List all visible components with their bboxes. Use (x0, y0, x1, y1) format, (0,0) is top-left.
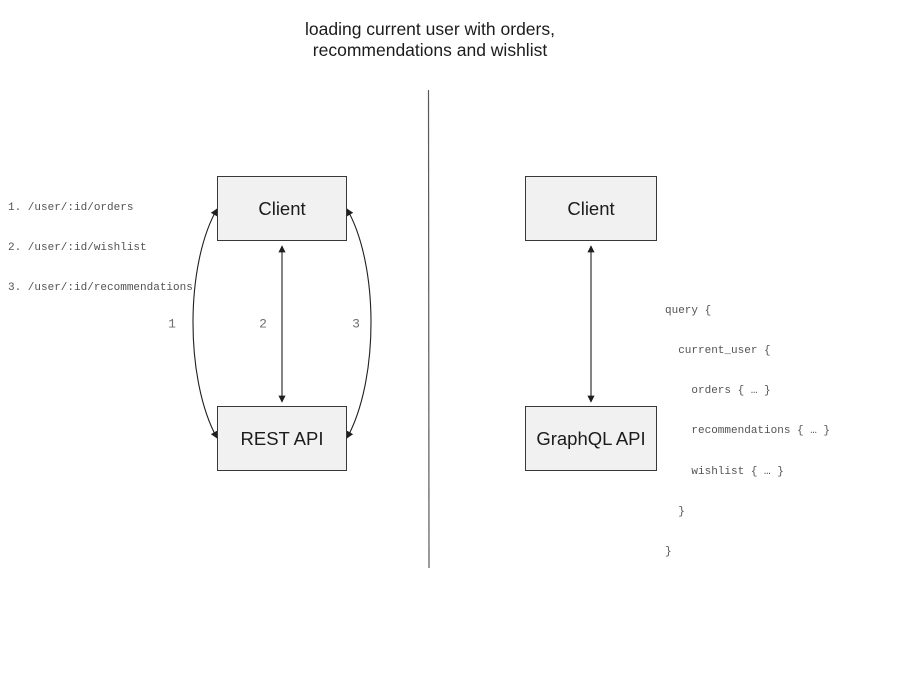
graphql-api-node: GraphQL API (525, 406, 657, 471)
rest-api-node: REST API (217, 406, 347, 471)
endpoint-item-recommendations: 3. /user/:id/recommendations (8, 282, 193, 295)
divider-line (427, 89, 430, 569)
endpoint-item-orders: 1. /user/:id/orders (8, 201, 134, 214)
query-line-1: query { (665, 304, 712, 317)
query-line-7: } (665, 546, 672, 559)
query-line-4: recommendations { … } (665, 425, 831, 438)
graphql-query-code: query { current_user { orders { … } reco… (665, 278, 830, 586)
query-line-5: wishlist { … } (665, 465, 784, 478)
rest-client-node: Client (217, 176, 347, 241)
arrow-label-2: 2 (259, 316, 267, 332)
endpoint-item-wishlist: 2. /user/:id/wishlist (8, 242, 147, 255)
query-line-2: current_user { (665, 345, 771, 358)
title-line-2: recommendations and wishlist (312, 40, 548, 60)
arrow-label-3: 3 (352, 316, 360, 332)
arrow-label-1: 1 (168, 316, 176, 332)
graphql-client-label: Client (567, 197, 615, 219)
title-line-1: loading current user with orders, (305, 19, 555, 39)
graphql-client-node: Client (525, 176, 657, 241)
rest-endpoints-list: 1. /user/:id/orders 2. /user/:id/wishlis… (8, 175, 193, 322)
diagram-title: loading current user with orders, recomm… (130, 19, 730, 61)
graphql-api-label: GraphQL API (536, 427, 646, 449)
query-line-3: orders { … } (665, 385, 771, 398)
rest-client-label: Client (258, 197, 306, 219)
rest-arrow-1-curve (192, 208, 218, 439)
query-line-6: } (665, 505, 685, 518)
rest-api-label: REST API (240, 427, 324, 449)
